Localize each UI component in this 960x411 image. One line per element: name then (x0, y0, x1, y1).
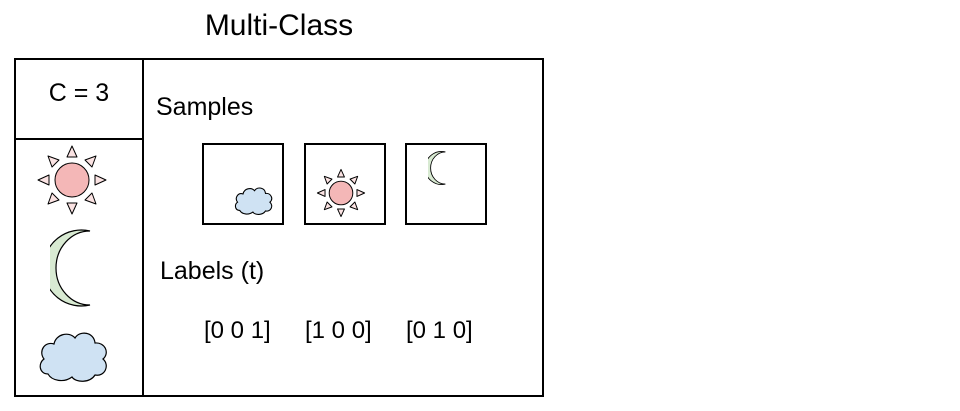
sun-icon (316, 168, 366, 218)
sample-box (405, 143, 487, 225)
sample-label-vector: [0 0 1] (204, 317, 271, 344)
sun-icon (37, 145, 107, 215)
sample-label-vector: [1 0 0] (305, 317, 372, 344)
class-count-label: C = 3 (48, 79, 110, 107)
cloud-icon (39, 332, 107, 382)
cloud-icon (234, 187, 273, 215)
class-count-cell: C = 3 (16, 60, 142, 140)
diagram-title: Multi-Class (204, 9, 354, 42)
sample-label-vector: [0 1 0] (406, 317, 473, 344)
moon-icon (428, 151, 446, 185)
moon-icon (50, 229, 91, 307)
sample-box (304, 143, 386, 225)
samples-heading: Samples (156, 93, 254, 121)
class-legend-column: C = 3 (16, 60, 144, 395)
diagram-frame: C = 3 Samples (14, 58, 544, 397)
sample-box (202, 143, 284, 225)
labels-heading: Labels (t) (160, 257, 265, 285)
